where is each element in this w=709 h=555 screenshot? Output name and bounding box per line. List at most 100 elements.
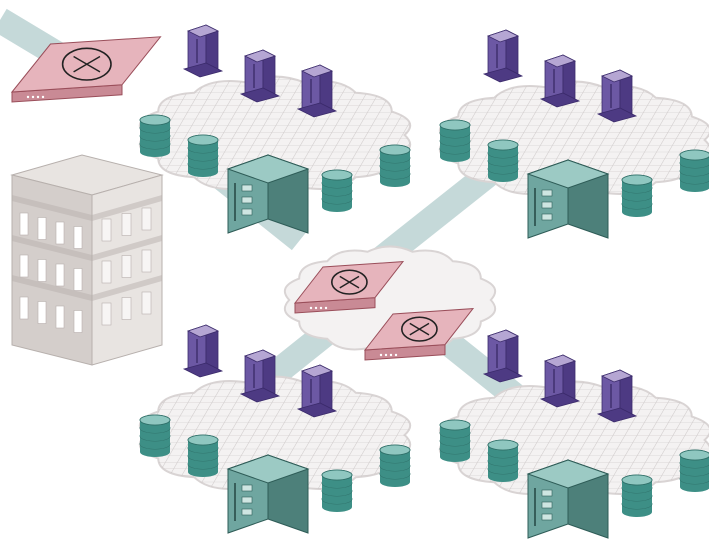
disk-stack	[621, 474, 653, 517]
disk-stack	[487, 139, 519, 182]
disk-top	[487, 439, 519, 451]
disk-bottom	[488, 148, 518, 158]
tower-server	[482, 29, 524, 83]
tower-server	[296, 64, 338, 118]
server-base	[482, 367, 524, 383]
storage-slot	[541, 489, 553, 497]
building-ledge	[12, 235, 162, 261]
disk-stack	[187, 134, 219, 177]
disk-bottom	[622, 191, 652, 201]
disk-bottom	[680, 482, 709, 492]
edge-router	[10, 36, 162, 103]
server-base	[539, 92, 581, 108]
disk-bottom	[680, 466, 709, 476]
tower-server	[182, 24, 224, 78]
disk-bottom	[440, 436, 470, 446]
disk-bottom	[380, 169, 410, 179]
server-base	[596, 107, 638, 123]
router-icon	[401, 316, 438, 342]
disk-bottom	[622, 507, 652, 517]
disk-stack	[487, 439, 519, 482]
router-icon	[61, 47, 112, 81]
building-window	[121, 297, 132, 320]
tower-server	[239, 49, 281, 103]
storage-slot	[241, 484, 253, 492]
router-led	[314, 306, 318, 310]
server-base	[239, 387, 281, 403]
disk-bottom	[488, 156, 518, 166]
lan-segment-top-right	[438, 29, 709, 239]
server-base	[182, 62, 224, 78]
storage-top	[226, 454, 310, 484]
disk-top	[139, 414, 171, 426]
disk-bottom	[488, 448, 518, 458]
disk-bottom	[322, 486, 352, 496]
tower-server	[239, 349, 281, 403]
building-window	[55, 305, 65, 329]
disk-stack	[621, 174, 653, 217]
building-window	[73, 310, 83, 333]
disk-bottom	[440, 144, 470, 154]
lan-segment-bottom-right	[438, 329, 709, 539]
building-window	[101, 218, 112, 242]
router-led	[319, 306, 323, 310]
disk-bottom	[140, 123, 170, 133]
disk-bottom	[322, 478, 352, 488]
disk-top	[621, 174, 653, 186]
disk-stack	[187, 434, 219, 477]
building-window	[101, 302, 112, 326]
disk-bottom	[188, 443, 218, 453]
tower-server	[596, 369, 638, 423]
disk-top	[439, 119, 471, 131]
server-top	[486, 329, 520, 343]
disk-top	[439, 419, 471, 431]
server-top	[243, 49, 277, 63]
server-top	[300, 364, 334, 378]
disk-bottom	[188, 467, 218, 477]
disk-bottom	[188, 151, 218, 161]
disk-bottom	[380, 469, 410, 479]
disk-bottom	[622, 183, 652, 193]
router-icon	[331, 269, 368, 295]
server-base	[482, 67, 524, 83]
router-led	[26, 95, 30, 99]
disk-stack	[139, 414, 171, 457]
disk-bottom	[188, 459, 218, 469]
disk-bottom	[440, 428, 470, 438]
disk-top	[621, 474, 653, 486]
building-window	[101, 260, 112, 284]
building-window	[141, 207, 152, 231]
storage-top	[526, 459, 610, 489]
storage-array	[526, 159, 610, 239]
router-led	[389, 353, 393, 357]
server-top	[300, 64, 334, 78]
router-led	[31, 95, 35, 99]
disk-top	[379, 444, 411, 456]
disk-bottom	[440, 152, 470, 162]
building-window	[37, 301, 47, 324]
lan-segment-top-left	[138, 24, 412, 234]
storage-slot	[241, 184, 253, 192]
storage-array	[226, 154, 310, 234]
storage-slot	[241, 196, 253, 204]
router-cross	[339, 275, 360, 289]
wan-router	[293, 261, 405, 314]
building-window	[37, 259, 47, 282]
disk-bottom	[140, 439, 170, 449]
disk-stack	[439, 419, 471, 462]
disk-bottom	[680, 474, 709, 484]
router-cross	[73, 55, 101, 73]
disk-bottom	[488, 472, 518, 482]
disk-stack	[321, 469, 353, 512]
disk-bottom	[380, 161, 410, 171]
router-cross	[409, 322, 430, 336]
building-window	[73, 226, 83, 249]
disk-bottom	[322, 178, 352, 188]
storage-top	[226, 154, 310, 184]
storage-slot	[541, 201, 553, 209]
storage-slot	[241, 508, 253, 516]
disk-bottom	[380, 453, 410, 463]
disk-stack	[379, 144, 411, 187]
building-window	[55, 263, 65, 287]
disk-top	[187, 134, 219, 146]
